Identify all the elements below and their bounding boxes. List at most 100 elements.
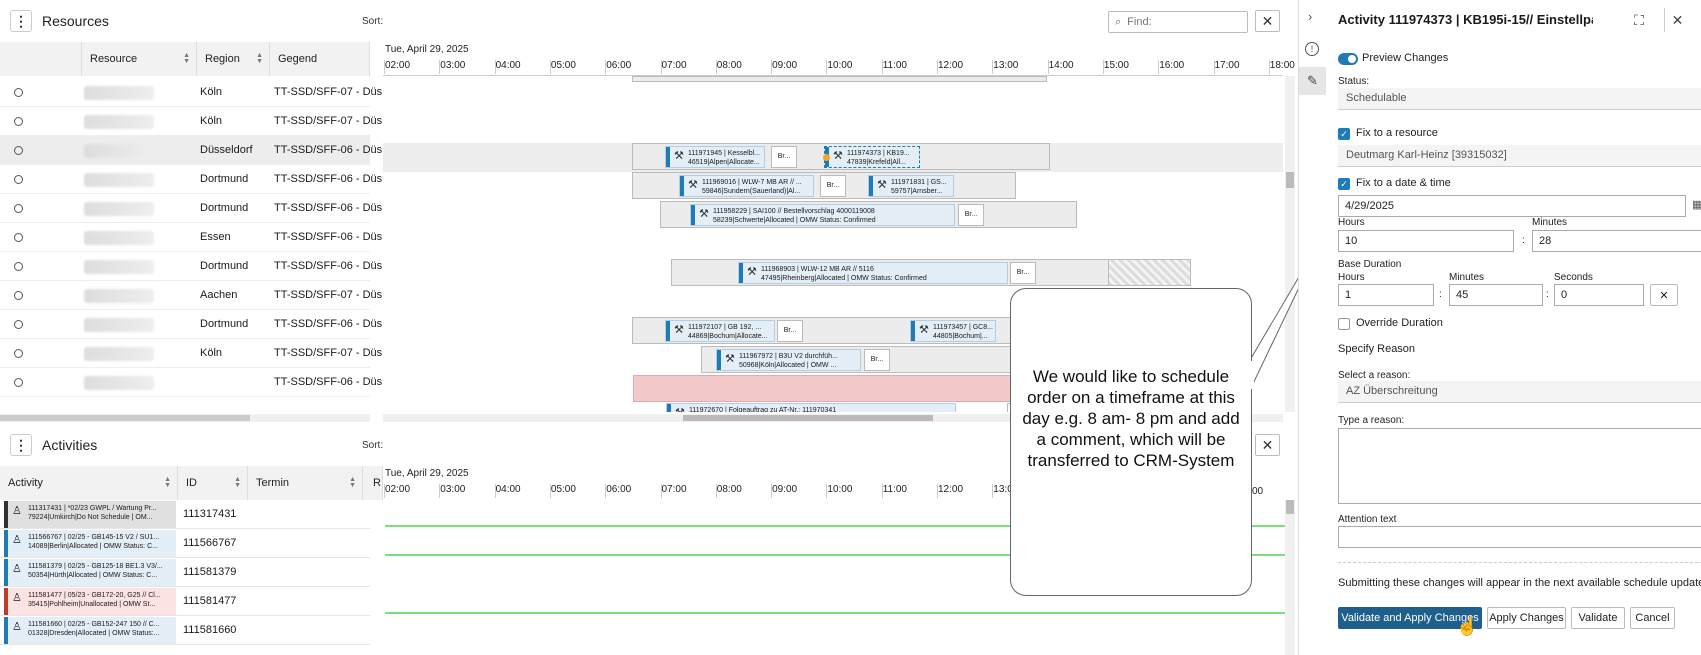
activity-card[interactable]: ⚒111967972 | B3U V2 durchfüh...50968|Köl… — [716, 349, 861, 371]
col-partial-label: R — [373, 477, 381, 489]
resources-menu-button[interactable]: ⋮ — [10, 10, 32, 32]
activity-card[interactable]: ⚒111974373 | KB19...47839|Krefeld|All... — [824, 146, 920, 168]
activity-row[interactable]: ♙111581660 | 02/25 - GB152-247 150 // C.… — [0, 616, 370, 645]
activity-row[interactable]: ♙111581477 | 05/23 - GB172-20, G25 // Cl… — [0, 587, 370, 616]
col-partial[interactable]: R — [363, 466, 383, 500]
activities-menu-button[interactable]: ⋮ — [10, 434, 32, 456]
fix-datetime-checkbox[interactable]: ✓ — [1338, 178, 1350, 190]
resources-list-hscrollbar[interactable] — [0, 414, 370, 422]
preview-changes-toggle[interactable] — [1338, 53, 1358, 65]
fullscreen-icon[interactable]: ⛶ — [1634, 12, 1644, 28]
col-termin[interactable]: Termin ▲▼ — [248, 466, 363, 500]
activity-cell[interactable]: ♙111566767 | 02/25 - GB145-15 V2 / SU1..… — [4, 530, 176, 557]
validate-button[interactable]: Validate — [1571, 607, 1625, 629]
activity-card[interactable]: ⚒111969016 | WLW-7 MB AR // ...59846|Sun… — [679, 175, 814, 197]
bd-seconds-input[interactable]: 0 — [1554, 284, 1644, 306]
break-marker[interactable]: Br... — [820, 175, 846, 197]
activities-close-button[interactable]: ✕ — [1255, 434, 1280, 456]
activity-card[interactable]: ⚒111971945 | Kesselbl...46519|Alpen|Allo… — [665, 146, 765, 168]
edit-icon[interactable]: ✎ — [1299, 67, 1326, 95]
clear-duration-button[interactable]: ✕ — [1650, 284, 1678, 306]
resource-row[interactable]: TT-SSD/SFF-06 - Düs — [0, 368, 382, 397]
activity-row[interactable]: ♙111581379 | 02/25 - GB125-18 BE1.3 V3/.… — [0, 558, 370, 587]
validate-apply-button[interactable]: Validate and Apply Changes — [1338, 607, 1482, 629]
scroll-thumb[interactable] — [1286, 500, 1294, 514]
minutes-input[interactable]: 28 — [1532, 230, 1701, 252]
row-radio[interactable] — [14, 349, 23, 358]
resources-hscrollbar[interactable] — [383, 414, 1283, 422]
reason-select[interactable]: AZ Überschreitung — [1338, 381, 1701, 403]
activity-row[interactable]: ♙111317431 | *02/23 GWPL / Wartung Pr...… — [0, 500, 370, 529]
row-radio[interactable] — [14, 291, 23, 300]
activity-card[interactable]: ⚒111973457 | GC8...44805|Bochum|... — [910, 320, 996, 342]
col-id[interactable]: ID ▲▼ — [178, 466, 248, 500]
row-radio[interactable] — [14, 175, 23, 184]
activity-card[interactable]: ⚒111958229 | SAI100 // Bestellvorschlag … — [690, 204, 955, 226]
break-marker[interactable]: Br... — [958, 204, 984, 226]
bd-minutes-input[interactable]: 45 — [1449, 284, 1543, 306]
row-radio[interactable] — [14, 378, 23, 387]
col-gegend[interactable]: Gegend — [270, 42, 370, 76]
resource-select[interactable]: Deutmarg Karl-Heinz [39315032] — [1338, 145, 1701, 167]
resources-sort-label[interactable]: Sort: — [362, 16, 384, 27]
override-duration-checkbox[interactable] — [1338, 318, 1350, 330]
row-radio[interactable] — [14, 262, 23, 271]
break-marker[interactable]: Br... — [1010, 262, 1036, 284]
calendar-icon[interactable]: ▦ — [1692, 199, 1701, 211]
activity-card[interactable]: ⚒111972107 | GB 192, ...44869|Bochum|All… — [665, 320, 775, 342]
resources-find-input[interactable]: ⌕ Find: — [1108, 11, 1248, 33]
info-icon[interactable]: ! — [1305, 42, 1319, 56]
activity-cell[interactable]: ♙111581379 | 02/25 - GB125-18 BE1.3 V3/.… — [4, 559, 176, 586]
scroll-thumb[interactable] — [0, 415, 250, 421]
card-line-2: 47839|Krefeld|All... — [847, 159, 906, 166]
hour-tick: 03:00 — [440, 60, 466, 71]
reason-textarea[interactable] — [1338, 428, 1701, 504]
break-marker[interactable]: Br... — [771, 146, 797, 168]
activities-vscrollbar[interactable] — [1285, 500, 1295, 655]
activity-cell[interactable]: ♙111581477 | 05/23 - GB172-20, G25 // Cl… — [4, 588, 176, 615]
resources-vscrollbar[interactable] — [1285, 76, 1295, 412]
col-region[interactable]: Region ▲▼ — [197, 42, 270, 76]
resources-close-button[interactable]: ✕ — [1255, 10, 1280, 32]
cancel-button[interactable]: Cancel — [1630, 607, 1675, 629]
scroll-thumb[interactable] — [1286, 172, 1294, 188]
row-radio[interactable] — [14, 117, 23, 126]
break-marker[interactable]: Br... — [864, 349, 890, 371]
date-input[interactable]: 4/29/2025 — [1338, 195, 1686, 217]
row-radio[interactable] — [14, 146, 23, 155]
row-radio[interactable] — [14, 233, 23, 242]
break-marker[interactable]: Br... — [777, 320, 803, 342]
activity-cell[interactable]: ♙111581660 | 02/25 - GB152-247 150 // C.… — [4, 617, 176, 644]
col-activity[interactable]: Activity ▲▼ — [0, 466, 178, 500]
fix-resource-checkbox[interactable]: ✓ — [1338, 128, 1350, 140]
activity-cell[interactable]: ♙111317431 | *02/23 GWPL / Wartung Pr...… — [4, 501, 176, 528]
row-radio[interactable] — [14, 88, 23, 97]
hours-input[interactable]: 10 — [1338, 230, 1514, 252]
status-select[interactable]: Schedulable — [1338, 88, 1701, 110]
activities-sort-label[interactable]: Sort: — [362, 440, 384, 451]
hour-tick: 05:00 — [550, 484, 576, 495]
attention-input[interactable] — [1338, 526, 1701, 548]
activity-row[interactable]: ♙111566767 | 02/25 - GB145-15 V2 / SU1..… — [0, 529, 370, 558]
close-icon[interactable]: ✕ — [1664, 8, 1690, 32]
chevron-right-icon[interactable]: › — [1308, 9, 1313, 24]
activity-card[interactable]: ⚒111972670 | Folgeauftrag zu AT-Nr.: 111… — [666, 403, 956, 412]
bd-hours-input[interactable]: 1 — [1338, 284, 1434, 306]
row-radio[interactable] — [14, 204, 23, 213]
col-resource[interactable]: Resource ▲▼ — [82, 42, 197, 76]
scroll-thumb[interactable] — [683, 415, 933, 421]
apply-changes-button[interactable]: Apply Changes — [1487, 607, 1566, 629]
activity-card[interactable]: ⚒111971831 | GS...59757|Arnsber... — [868, 175, 954, 197]
row-radio[interactable] — [14, 320, 23, 329]
